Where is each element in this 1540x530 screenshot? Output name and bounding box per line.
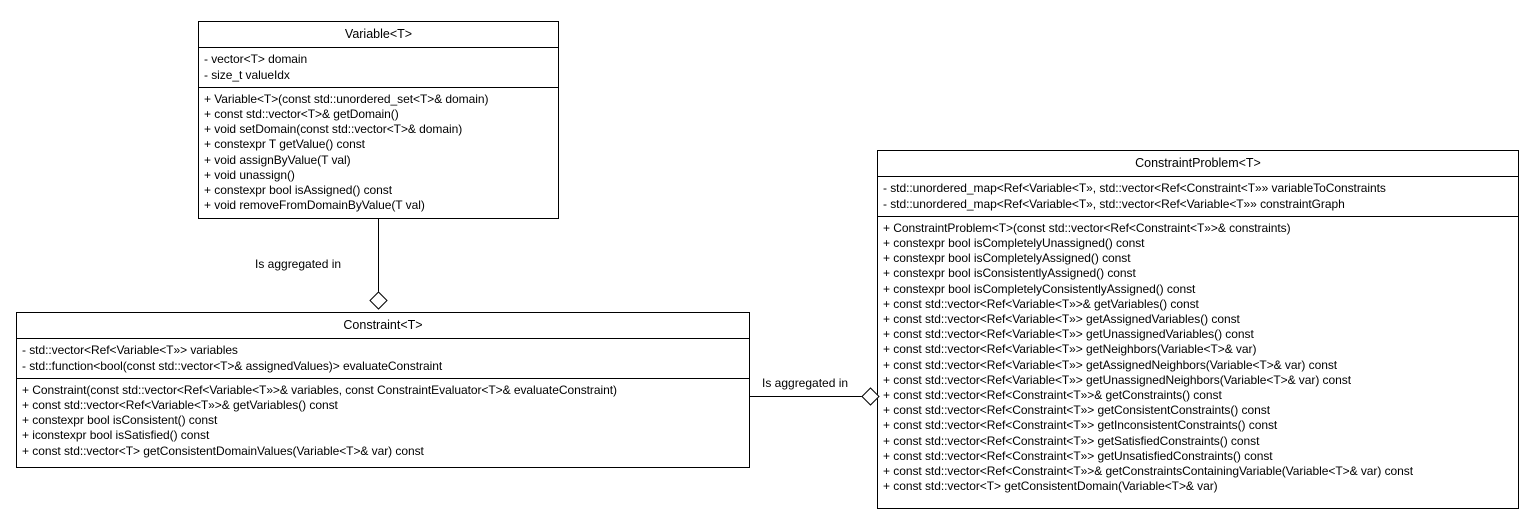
class-member: + const std::vector<Ref<Variable<T»> get…: [883, 312, 1240, 326]
class-member: + const std::vector<T>& getDomain(): [204, 106, 399, 121]
class-member: - std::function<bool(const std::vector<T…: [22, 358, 443, 373]
class-box-constraintproblem[interactable]: ConstraintProblem<T> - std::unordered_ma…: [877, 150, 1519, 509]
class-title-constraint: Constraint<T>: [17, 313, 749, 340]
class-operations-constraintproblem: + ConstraintProblem<T>(const std::vector…: [878, 217, 1518, 499]
class-member: + const std::vector<Ref<Constraint<T»> g…: [883, 403, 1270, 418]
class-member: + Variable<T>(const std::unordered_set<T…: [204, 91, 489, 106]
class-member: + void setDomain(const std::vector<T>& d…: [204, 122, 463, 137]
class-member: + const std::vector<Ref<Variable<T»> get…: [883, 327, 1254, 342]
association-line-variable-constraint: [378, 218, 379, 302]
class-member: + void unassign(): [204, 167, 295, 182]
class-box-constraint[interactable]: Constraint<T> - std::vector<Ref<Variable…: [16, 312, 750, 468]
class-member: + const std::vector<T> getConsistentDoma…: [22, 443, 424, 458]
aggregation-diamond-constraint: [369, 291, 388, 310]
class-attributes-constraint: - std::vector<Ref<Variable<T»> variables…: [17, 339, 749, 379]
class-member: + constexpr bool isConsistent() const: [22, 413, 218, 428]
class-title-variable: Variable<T>: [199, 22, 558, 49]
class-member: - std::unordered_map<Ref<Variable<T», st…: [883, 196, 1345, 211]
class-member: + const std::vector<Ref<Constraint<T»>& …: [883, 388, 1222, 403]
class-member: + const std::vector<Ref<Constraint<T»> g…: [883, 433, 1260, 448]
class-member: + const std::vector<Ref<Constraint<T»> g…: [883, 418, 1278, 433]
class-member: - std::vector<Ref<Variable<T»> variables: [22, 343, 238, 358]
class-member: - vector<T> domain: [204, 52, 308, 67]
class-member: - size_t valueIdx: [204, 67, 290, 82]
class-member: + constexpr bool isAssigned() const: [204, 183, 393, 197]
class-member: + void assignByValue(T val): [204, 152, 351, 167]
class-member: + void removeFromDomainByValue(T val): [204, 198, 425, 213]
class-operations-constraint: + Constraint(const std::vector<Ref<Varia…: [17, 379, 749, 487]
class-attributes-variable: - vector<T> domain - size_t valueIdx: [199, 48, 558, 88]
class-member: + constexpr T getValue() const: [204, 137, 365, 152]
class-box-variable[interactable]: Variable<T> - vector<T> domain - size_t …: [198, 21, 559, 219]
class-operations-variable: + Variable<T>(const std::unordered_set<T…: [199, 88, 558, 218]
association-line-constraint-constraintproblem: [750, 396, 872, 397]
class-member: + constexpr bool isCompletelyAssigned() …: [883, 251, 1131, 266]
class-member: + const std::vector<Ref<Variable<T»> get…: [883, 342, 1257, 357]
class-member: + const std::vector<T> getConsistentDoma…: [883, 479, 1218, 494]
class-member: + const std::vector<Ref<Variable<T»>& ge…: [22, 397, 338, 412]
class-member: + Constraint(const std::vector<Ref<Varia…: [22, 382, 617, 397]
class-member: + const std::vector<Ref<Constraint<T»>& …: [883, 464, 1414, 479]
class-member: - std::unordered_map<Ref<Variable<T», st…: [883, 181, 1386, 196]
class-member: + const std::vector<Ref<Variable<T»>& ge…: [883, 296, 1199, 311]
class-member: + const std::vector<Ref<Variable<T»> get…: [883, 372, 1351, 387]
class-member: + iconstexpr bool isSatisfied() const: [22, 428, 210, 443]
class-title-constraintproblem: ConstraintProblem<T>: [878, 151, 1518, 178]
class-member: + constexpr bool isConsistentlyAssigned(…: [883, 266, 1136, 281]
class-member: + ConstraintProblem<T>(const std::vector…: [883, 220, 1291, 235]
association-label-constraint-constraintproblem: Is aggregated in: [762, 376, 849, 390]
class-attributes-constraintproblem: - std::unordered_map<Ref<Variable<T», st…: [878, 177, 1518, 217]
class-member: + const std::vector<Ref<Variable<T»> get…: [883, 357, 1338, 372]
association-label-variable-constraint: Is aggregated in: [255, 257, 342, 271]
class-member: + constexpr bool isCompletelyUnassigned(…: [883, 235, 1145, 250]
class-member: + constexpr bool isCompletelyConsistentl…: [883, 281, 1196, 296]
class-member: + const std::vector<Ref<Constraint<T»> g…: [883, 448, 1273, 463]
